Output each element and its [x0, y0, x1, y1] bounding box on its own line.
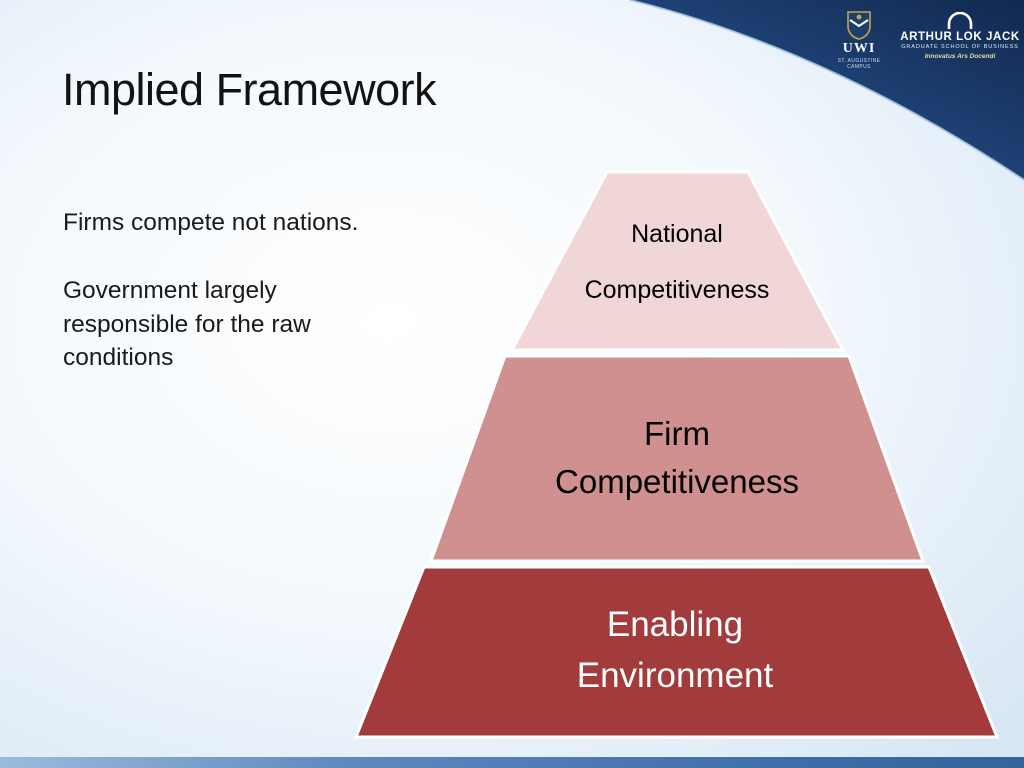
- pyramid-label-enabling: Enabling Environment: [428, 600, 922, 702]
- pyramid-level-firm: [428, 354, 926, 563]
- pyramid-label-firm: Firm Competitiveness: [459, 410, 895, 506]
- pyramid-level-enabling: [353, 565, 1000, 739]
- pyramid-label-national-line1: National: [631, 220, 723, 248]
- corner-shape: [630, 0, 1024, 180]
- pyramid-level-national: [509, 170, 846, 352]
- corner-decoration: [629, 0, 1024, 181]
- lokjack-logo-school: GRADUATE SCHOOL OF BUSINESS: [901, 44, 1019, 50]
- pyramid-label-firm-line2: Competitiveness: [555, 462, 799, 500]
- body-paragraph-2: Government largely responsible for the r…: [63, 276, 311, 372]
- pyramid-label-national-line2: Competitiveness: [584, 276, 770, 304]
- lokjack-logo-name: ARTHUR LOK JACK: [900, 31, 1020, 43]
- uwi-crest-icon: [847, 11, 871, 40]
- logo-area: UWI ST. AUGUSTINE CAMPUS ARTHUR LOK JACK…: [833, 10, 1023, 70]
- lokjack-logo-motto: Innovatus Ars Docendi: [924, 53, 996, 60]
- uwi-logo: UWI ST. AUGUSTINE CAMPUS: [833, 10, 885, 70]
- pyramid-label-enabling-line1: Enabling: [606, 605, 744, 644]
- body-text: Firms compete not nations. Government la…: [63, 206, 363, 409]
- pyramid-label-firm-line1: Firm: [644, 415, 710, 452]
- pyramid-label-national: National Competitiveness: [500, 220, 854, 305]
- lokjack-logo: ARTHUR LOK JACK GRADUATE SCHOOL OF BUSIN…: [897, 10, 1023, 70]
- pyramid-label-enabling-line2: Environment: [576, 655, 774, 695]
- uwi-logo-subtext: ST. AUGUSTINE CAMPUS: [837, 58, 881, 70]
- arch-icon: [947, 12, 973, 29]
- slide-title: Implied Framework: [62, 64, 437, 115]
- bottom-accent-bar: [0, 757, 1024, 768]
- corner-edge-line: [629, 0, 1024, 181]
- uwi-logo-name: UWI: [842, 41, 876, 56]
- body-paragraph-1: Firms compete not nations.: [63, 209, 359, 236]
